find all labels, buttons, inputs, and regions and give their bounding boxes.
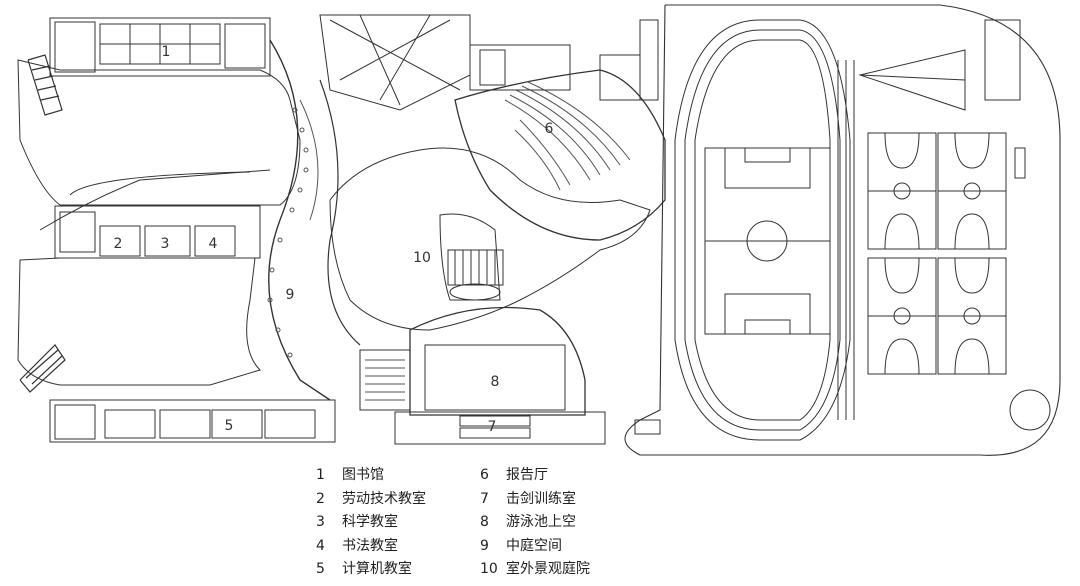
legend-number: 10: [480, 561, 498, 577]
legend-column-right: 6 报告厅 7 击剑训练室 8 游泳池上空 9 中庭空间 10 室外景观庭院: [480, 464, 590, 582]
legend-text: 中庭空间: [506, 537, 562, 554]
label-5: 5: [225, 418, 234, 434]
left-wing-middle: [54, 205, 261, 259]
legend-number: 3: [316, 514, 325, 530]
legend-text: 书法教室: [342, 537, 398, 554]
legend-text: 计算机教室: [342, 561, 412, 577]
left-wing-top: [49, 17, 271, 77]
legend-item: 8 游泳池上空: [480, 511, 590, 535]
label-4: 4: [209, 236, 218, 252]
legend-item: 1 图书馆: [316, 464, 426, 488]
legend-text: 科学教室: [342, 514, 398, 530]
label-2: 2: [114, 236, 123, 252]
legend-item: 6 报告厅: [480, 464, 590, 488]
legend-number: 5: [316, 561, 325, 577]
legend-number: 6: [480, 467, 489, 483]
legend-text: 击剑训练室: [506, 490, 576, 507]
legend-item: 10 室外景观庭院: [480, 558, 590, 582]
legend-number: 1: [316, 467, 325, 483]
legend-item: 5 计算机教室: [316, 558, 426, 582]
label-6: 6: [545, 121, 554, 137]
legend-item: 9 中庭空间: [480, 535, 590, 559]
legend-number: 8: [480, 514, 489, 530]
legend-text: 劳动技术教室: [342, 490, 426, 507]
legend-number: 4: [316, 537, 325, 554]
label-10: 10: [413, 250, 431, 266]
floor-plan-drawing: 1 2 3 4 5 6 7 8 9 10: [17, 4, 1061, 456]
legend-column-left: 1 图书馆 2 劳动技术教室 3 科学教室 4 书法教室 5 计算机教室: [316, 464, 426, 582]
legend-number: 9: [480, 537, 489, 554]
legend-number: 7: [480, 490, 489, 507]
label-3: 3: [161, 236, 170, 252]
legend-item: 2 劳动技术教室: [316, 488, 426, 512]
legend-text: 游泳池上空: [506, 514, 576, 530]
legend-text: 室外景观庭院: [506, 561, 590, 577]
legend-number: 2: [316, 490, 325, 507]
label-9: 9: [286, 287, 295, 303]
legend-item: 7 击剑训练室: [480, 488, 590, 512]
legend-text: 报告厅: [506, 467, 548, 483]
legend-item: 4 书法教室: [316, 535, 426, 559]
label-1: 1: [162, 44, 171, 60]
left-wing-bottom: [49, 399, 336, 443]
label-7: 7: [488, 419, 497, 435]
legend-text: 图书馆: [342, 467, 384, 483]
label-8: 8: [491, 374, 500, 390]
legend-item: 3 科学教室: [316, 511, 426, 535]
legend: 1 图书馆 2 劳动技术教室 3 科学教室 4 书法教室 5 计算机教室 6 报告厅 7 击剑…: [0, 460, 1080, 586]
